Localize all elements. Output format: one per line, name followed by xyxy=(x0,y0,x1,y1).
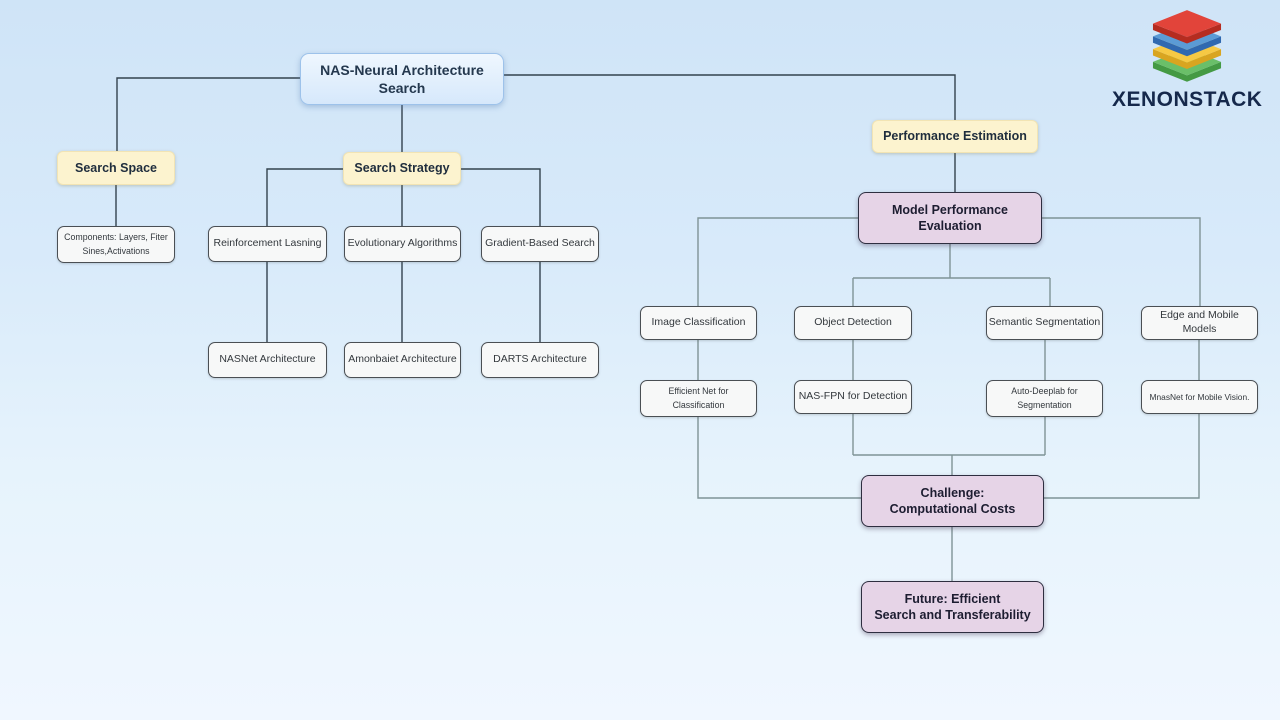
node-image-classification: Image Classification xyxy=(640,306,757,340)
node-label: Search Space xyxy=(75,160,157,175)
node-efficientnet-classification: Efficient Net for Classification xyxy=(640,380,757,417)
node-label: Amonbaiet Architecture xyxy=(348,353,457,366)
node-label: Search xyxy=(378,80,426,96)
node-edge-mobile-models: Edge and Mobile Models xyxy=(1141,306,1258,340)
node-label: Evolutionary Algorithms xyxy=(347,237,458,250)
node-label: Model Performance xyxy=(891,202,1008,217)
node-label: Search and Transferability xyxy=(874,608,1031,622)
node-label: NAS-Neural Architecture xyxy=(320,61,484,78)
node-label: Challenge: xyxy=(920,485,985,500)
node-label: NAS-FPN for Detection xyxy=(798,390,908,403)
node-label: Image Classification xyxy=(651,316,746,329)
node-label: Reinforcement Lasning xyxy=(213,237,322,250)
node-search-strategy: Search Strategy xyxy=(343,152,461,185)
node-nasfpn-detection: NAS-FPN for Detection xyxy=(794,380,912,414)
node-label: Performance Estimation xyxy=(883,129,1027,144)
node-mnasnet-mobile-vision: MnasNet for Mobile Vision. xyxy=(1141,380,1258,414)
node-label: Efficient Net for xyxy=(668,385,729,396)
node-label: MnasNet for Mobile Vision. xyxy=(1149,391,1250,402)
node-search-space: Search Space xyxy=(57,151,175,185)
node-label: Sines,Activations xyxy=(82,245,150,256)
node-future-efficient-search: Future: Efficient Search and Transferabi… xyxy=(861,581,1044,633)
node-amonbaiet-architecture: Amonbaiet Architecture xyxy=(344,342,461,378)
node-label: Semantic Segmentation xyxy=(988,316,1101,329)
node-label: Auto-Deeplab for xyxy=(1011,385,1078,396)
node-label: Computational Costs xyxy=(889,502,1016,516)
node-evolutionary-algorithms: Evolutionary Algorithms xyxy=(344,226,461,262)
node-label: Object Detection xyxy=(814,316,892,329)
node-semantic-segmentation: Semantic Segmentation xyxy=(986,306,1103,340)
node-label: Classification xyxy=(672,399,725,410)
xenonstack-layers-icon xyxy=(1152,10,1222,82)
node-darts-architecture: DARTS Architecture xyxy=(481,342,599,378)
node-label: NASNet Architecture xyxy=(219,353,316,366)
node-nasnet-architecture: NASNet Architecture xyxy=(208,342,327,378)
node-label: Gradient-Based Search xyxy=(485,237,595,250)
node-nas-root: NAS-Neural Architecture Search xyxy=(300,53,504,105)
node-object-detection: Object Detection xyxy=(794,306,912,340)
brand-name: XENONSTACK xyxy=(1112,88,1263,111)
node-label: DARTS Architecture xyxy=(493,353,587,366)
xenonstack-logo: XENONSTACK xyxy=(1112,8,1262,112)
node-components: Components: Layers, Fiter Sines,Activati… xyxy=(57,226,175,263)
node-reinforcement-learning: Reinforcement Lasning xyxy=(208,226,327,262)
node-label: Segmentation xyxy=(1017,399,1072,410)
node-label: Components: Layers, Fiter xyxy=(64,231,168,242)
node-gradient-based-search: Gradient-Based Search xyxy=(481,226,599,262)
node-label: Future: Efficient xyxy=(904,591,1001,606)
node-label: Evaluation xyxy=(918,219,982,233)
node-model-performance-evaluation: Model Performance Evaluation xyxy=(858,192,1042,244)
node-challenge-computational-costs: Challenge: Computational Costs xyxy=(861,475,1044,527)
node-performance-estimation: Performance Estimation xyxy=(872,120,1038,153)
node-label: Edge and Mobile Models xyxy=(1160,309,1239,335)
node-autodeeplab-segmentation: Auto-Deeplab for Segmentation xyxy=(986,380,1103,417)
node-label: Search Strategy xyxy=(354,161,450,176)
